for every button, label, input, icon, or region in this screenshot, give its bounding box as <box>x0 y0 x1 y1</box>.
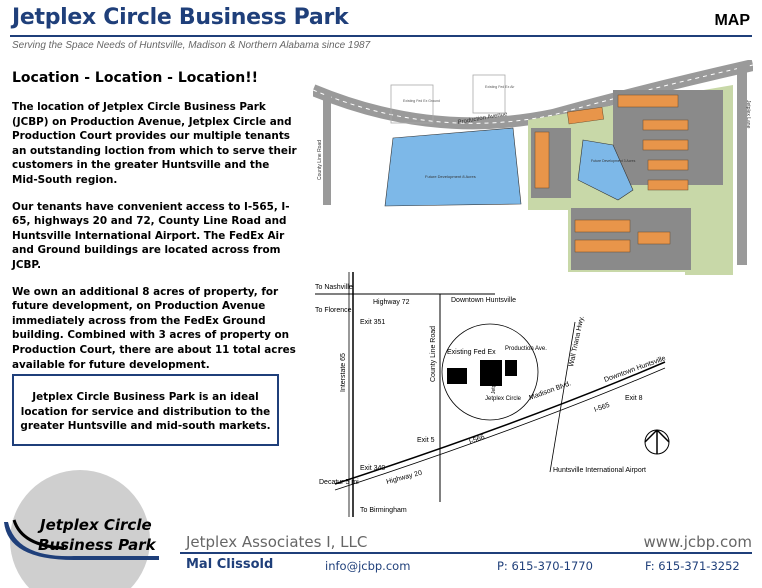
main-content: Location - Location - Location!! The loc… <box>12 70 297 384</box>
logo-text-line1: Jetplex Circle <box>40 516 152 534</box>
site-plan-map: Production Avenue County Line Road Jetpl… <box>313 60 753 275</box>
page-title: Jetplex Circle Business Park <box>12 5 349 30</box>
site-circle <box>441 323 539 421</box>
footer-divider <box>180 552 752 554</box>
interstate-565 <box>334 361 666 485</box>
content-heading: Location - Location - Location!! <box>12 70 258 86</box>
logo-circle <box>10 470 150 588</box>
north-arrow-icon <box>644 429 670 454</box>
paragraph-access: Our tenants have convenient access to I-… <box>12 200 290 271</box>
label-highway-72: Highway 72 <box>373 299 410 306</box>
production-avenue-road <box>313 60 753 130</box>
existing-fedex-building <box>447 368 467 384</box>
jetplex-lane-road <box>737 65 747 265</box>
label-interstate-65: Interstate 65 <box>340 353 347 392</box>
label-jetplex-lane: Jetplex Lane <box>491 365 497 394</box>
label-downtown-top: Downtown Huntsville <box>451 297 516 304</box>
fedex-air-outline <box>472 74 506 114</box>
callout-box: Jetplex Circle Business Park is an ideal… <box>12 374 279 446</box>
tagline: Serving the Space Needs of Huntsville, M… <box>12 40 371 51</box>
svg-text:Existing Fed Ex Ground: Existing Fed Ex Ground <box>403 99 440 103</box>
county-line-road <box>323 95 331 205</box>
label-airport: Huntsville International Airport <box>553 467 646 474</box>
label-exit-8: Exit 8 <box>625 395 643 402</box>
svg-text:Future Development 8 Acres: Future Development 8 Acres <box>425 174 476 179</box>
paragraph-location: The location of Jetplex Circle Business … <box>12 101 297 186</box>
county-line-label: County Line Road <box>317 140 323 180</box>
svg-text:Existing Fed Ex Air: Existing Fed Ex Air <box>485 85 515 89</box>
fax-number: F: 615-371-3252 <box>645 559 740 573</box>
label-existing-fedex: Existing Fed Ex <box>447 349 496 356</box>
contact-name: Mal Clissold <box>186 557 274 572</box>
footer-company: Jetplex Associates I, LLC <box>186 533 368 551</box>
paragraph-property: We own an additional 8 acres of property… <box>12 285 296 371</box>
label-exit-5: Exit 5 <box>417 437 435 444</box>
label-to-florence: To Florence <box>315 307 352 314</box>
svg-text:Jetplex Lane: Jetplex Lane <box>745 100 751 129</box>
label-to-birmingham: To Birmingham <box>360 507 407 514</box>
logo-text-line2: Business Park <box>38 536 156 554</box>
label-county-line: County Line Road <box>430 326 437 382</box>
svg-text:Future Development 3 Acres: Future Development 3 Acres <box>591 159 636 163</box>
section-label: MAP <box>714 12 750 29</box>
label-production-ave: Production Ave. <box>505 346 547 352</box>
label-exit-340: Exit 340 <box>360 465 385 472</box>
road-map: To Nashville Highway 72 Downtown Huntsvi… <box>305 272 685 522</box>
website-link[interactable]: www.jcbp.com <box>643 533 752 551</box>
label-jetplex-circle: Jetplex Circle <box>485 396 522 402</box>
label-decatur: Decatur 5 mi <box>319 479 359 486</box>
future-development-8-acres <box>384 127 522 207</box>
phone-number: P: 615-370-1770 <box>497 559 593 573</box>
header-divider <box>10 35 752 37</box>
email-link[interactable]: info@jcbp.com <box>325 559 411 573</box>
logo-swoosh-icon <box>4 519 159 560</box>
future-development-3-acres <box>577 139 634 201</box>
fedex-ground-outline <box>390 84 434 124</box>
label-exit-351: Exit 351 <box>360 319 385 326</box>
label-to-nashville: To Nashville <box>315 284 353 291</box>
buildings-group <box>534 94 689 253</box>
